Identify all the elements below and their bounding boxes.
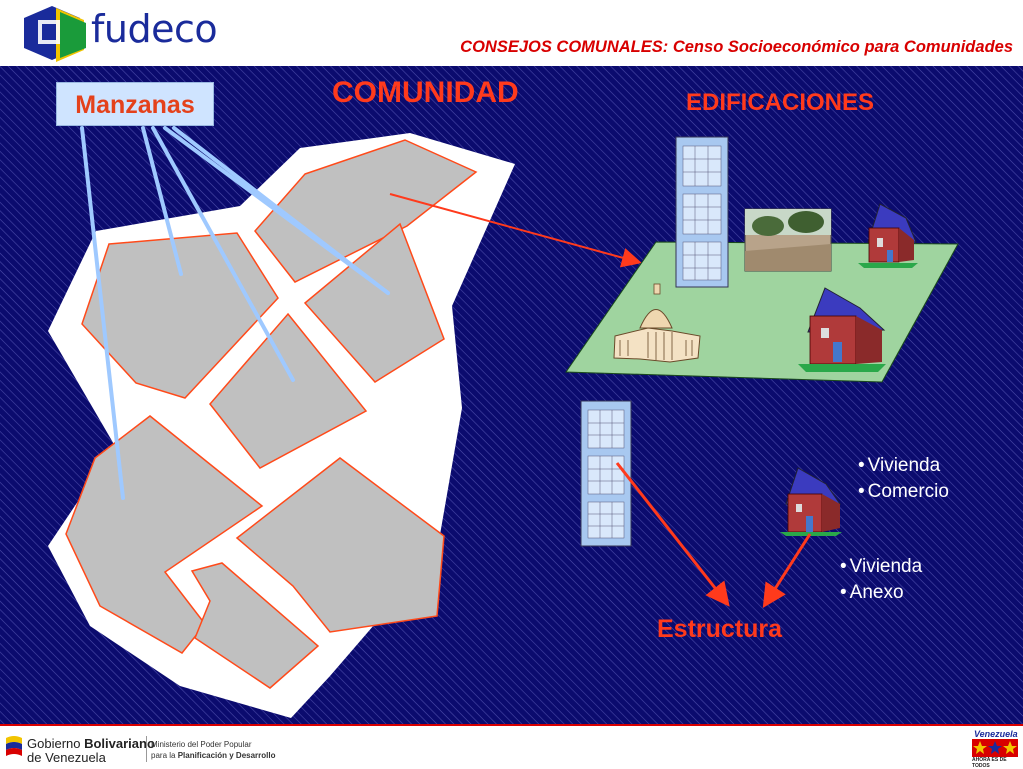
gov-line2: de Venezuela — [27, 750, 106, 765]
estructura-label: Estructura — [657, 615, 783, 643]
manzanas-label: Manzanas — [56, 82, 214, 126]
annex-type-list: Vivienda Anexo — [840, 554, 923, 606]
diagram-canvas: Manzanas COMUNIDAD EDIFICACIONES Estruct… — [0, 66, 1023, 724]
house-to-estructura-arrow — [762, 533, 812, 609]
fudeco-logo-icon — [24, 6, 86, 62]
lower-building-icon — [580, 400, 632, 547]
house-type-item: Vivienda — [858, 453, 949, 479]
ministry-line1: Ministerio del Poder Popular — [151, 740, 252, 749]
empty-lot-photo-icon — [744, 208, 832, 272]
slide-header: fudeco CONSEJOS COMUNALES: Censo Socioec… — [0, 0, 1023, 66]
slide-footer: Gobierno Bolivariano de Venezuela Minist… — [0, 724, 1023, 769]
tall-building-icon — [675, 136, 729, 288]
house-type-list: Vivienda Comercio — [858, 453, 949, 505]
footer-divider — [146, 736, 147, 762]
diagram-graphics — [0, 66, 1023, 724]
block-ne — [303, 222, 445, 383]
venezuela-stars-icon — [972, 739, 1018, 757]
capitol-building-icon — [613, 283, 701, 363]
venezuela-badge-sub: AHORA ES DE TODOS — [972, 757, 1007, 769]
block-se — [235, 457, 445, 633]
ministry-line2: para la Planificación y Desarrollo — [151, 751, 276, 760]
edificaciones-label: EDIFICACIONES — [686, 89, 875, 116]
annex-type-item: Vivienda — [840, 554, 923, 580]
block-nw — [81, 232, 279, 399]
block-south — [190, 562, 320, 689]
block-center — [209, 312, 368, 469]
house-large-icon — [798, 287, 886, 372]
gov-line1: Gobierno Bolivariano — [27, 736, 155, 751]
annex-type-item: Anexo — [840, 580, 922, 606]
house-small-icon — [858, 203, 918, 268]
building-to-estructura-arrow — [615, 462, 730, 607]
lower-house-icon — [780, 467, 842, 536]
venezuela-flag-icon — [6, 736, 22, 756]
edificaciones-plot — [565, 136, 959, 383]
house-type-item: Comercio — [858, 479, 949, 505]
slide-title: CONSEJOS COMUNALES: Censo Socioeconómico… — [460, 38, 1013, 56]
comunidad-label: COMUNIDAD — [332, 76, 519, 109]
venezuela-badge-word: Venezuela — [974, 729, 1018, 739]
block-n — [254, 139, 478, 283]
manzanas-pointers — [80, 126, 390, 500]
community-to-plot-arrow — [389, 193, 642, 268]
community-map — [48, 133, 515, 718]
fudeco-logo-text: fudeco — [91, 7, 218, 51]
